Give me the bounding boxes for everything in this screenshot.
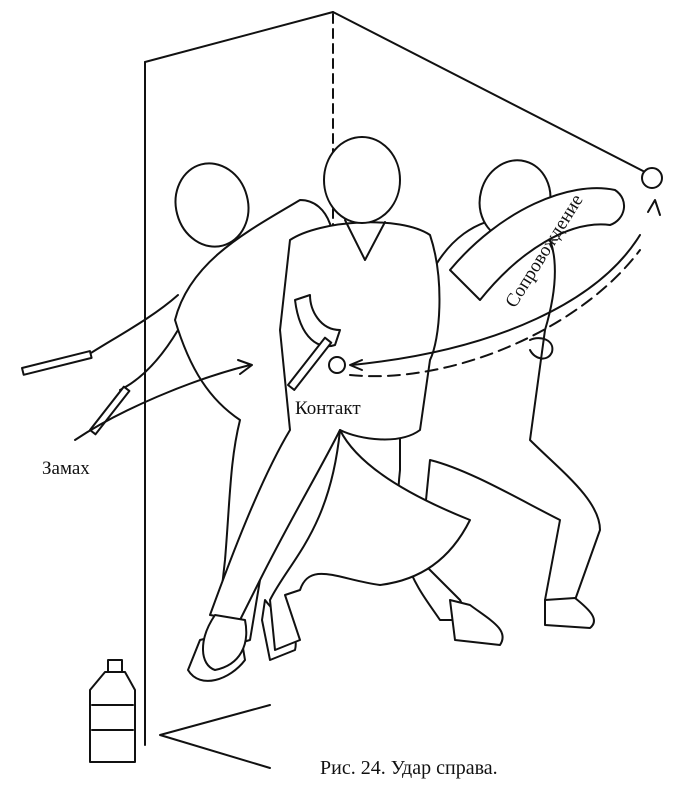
backswing-label: Замах — [42, 458, 90, 479]
figure-caption: Рис. 24. Удар справа. — [320, 757, 498, 779]
contact-label: Контакт — [295, 398, 361, 420]
player-contact — [202, 136, 471, 671]
ball-contact — [328, 356, 346, 374]
water-bottle — [89, 659, 136, 763]
ball-end — [641, 167, 663, 189]
swing-path-arrows — [74, 199, 661, 769]
player-follow-through — [397, 159, 625, 646]
